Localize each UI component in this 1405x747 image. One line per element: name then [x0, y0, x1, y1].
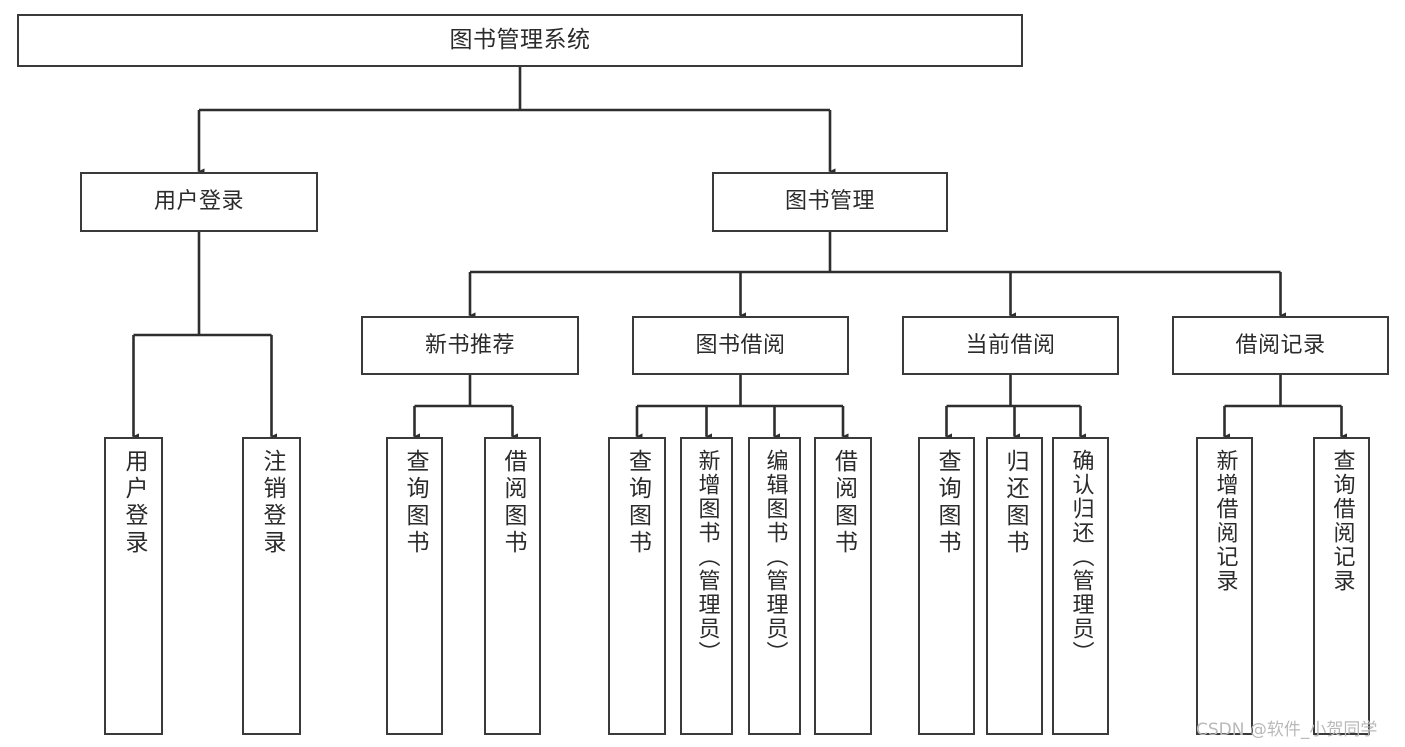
node-leaf_6[interactable]: 编辑图书（管理员）	[748, 437, 801, 735]
node-leaf_9[interactable]: 归还图书	[986, 437, 1043, 735]
node-leaf_4[interactable]: 查询图书	[608, 437, 666, 735]
node-label: 查询借阅记录	[1329, 449, 1355, 593]
node-label: 借阅记录	[1235, 332, 1326, 358]
node-leaf_8[interactable]: 查询图书	[918, 437, 975, 735]
node-l2_0[interactable]: 新书推荐	[361, 316, 579, 375]
node-l1_1[interactable]: 图书管理	[712, 172, 948, 232]
node-leaf_1[interactable]: 注销登录	[242, 437, 301, 735]
node-leaf_5[interactable]: 新增图书（管理员）	[680, 437, 733, 735]
node-label: 新增图书（管理员）	[694, 449, 720, 665]
node-label: 借阅图书	[830, 449, 857, 557]
node-label: 查询图书	[934, 449, 960, 557]
node-leaf_10[interactable]: 确认归还（管理员）	[1052, 437, 1109, 735]
node-label: 查询图书	[624, 449, 651, 557]
node-label: 图书管理	[784, 189, 875, 215]
node-label: 图书借阅	[695, 332, 786, 358]
node-leaf_2[interactable]: 查询图书	[386, 437, 443, 735]
node-label: 用户登录	[153, 189, 244, 215]
node-l2_2[interactable]: 当前借阅	[902, 316, 1119, 375]
node-label: 归还图书	[1002, 449, 1028, 557]
node-label: 当前借阅	[965, 332, 1056, 358]
csdn-watermark: CSDN @软件_小贺同学	[1196, 720, 1378, 740]
node-leaf_0[interactable]: 用户登录	[104, 437, 163, 735]
node-label: 确认归还（管理员）	[1068, 449, 1094, 665]
node-l2_1[interactable]: 图书借阅	[632, 316, 849, 375]
node-leaf_11[interactable]: 新增借阅记录	[1196, 437, 1253, 735]
node-label: 用户登录	[121, 449, 147, 557]
node-leaf_12[interactable]: 查询借阅记录	[1313, 437, 1370, 735]
node-l1_0[interactable]: 用户登录	[80, 172, 318, 232]
node-leaf_3[interactable]: 借阅图书	[484, 437, 541, 735]
node-label: 新书推荐	[424, 332, 515, 358]
node-label: 编辑图书（管理员）	[762, 449, 788, 665]
node-label: 借阅图书	[500, 449, 526, 557]
node-label: 查询图书	[402, 449, 428, 557]
node-label: 注销登录	[259, 449, 285, 557]
node-label: 图书管理系统	[449, 26, 591, 53]
node-l2_3[interactable]: 借阅记录	[1172, 316, 1389, 375]
node-root[interactable]: 图书管理系统	[17, 14, 1023, 67]
node-leaf_7[interactable]: 借阅图书	[814, 437, 872, 735]
node-label: 新增借阅记录	[1212, 449, 1238, 593]
